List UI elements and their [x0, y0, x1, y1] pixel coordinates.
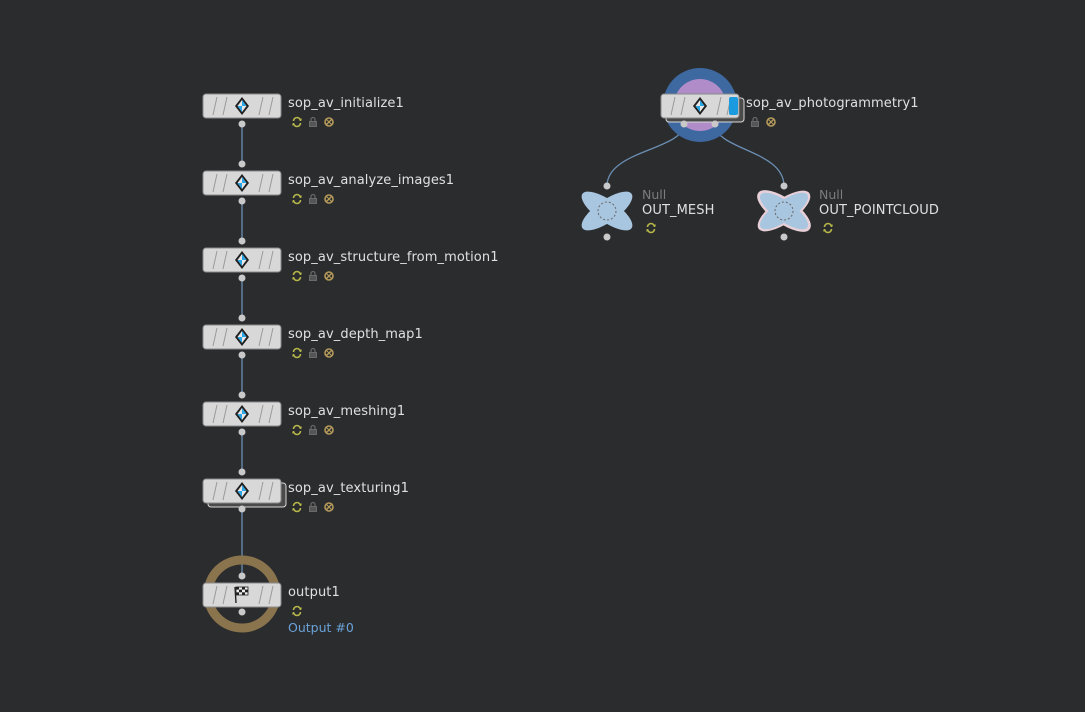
input-connector[interactable] — [238, 391, 246, 399]
sync-icon[interactable] — [291, 501, 303, 513]
node-meshing[interactable] — [202, 391, 282, 436]
sync-icon[interactable] — [645, 222, 657, 234]
output-connector-1[interactable] — [711, 120, 719, 128]
bypass-icon[interactable] — [323, 270, 335, 282]
output-connector[interactable] — [780, 233, 788, 241]
dotted-circle-icon — [774, 201, 794, 221]
input-connector[interactable] — [238, 572, 246, 580]
node-initialize[interactable] — [202, 93, 282, 128]
input-connector[interactable] — [238, 237, 246, 245]
input-connector[interactable] — [603, 182, 611, 190]
output-connector[interactable] — [238, 428, 246, 436]
wire-photogrammetry-outpointcloud[interactable] — [714, 123, 785, 187]
input-connector[interactable] — [238, 314, 246, 322]
node-label-photogrammetry[interactable]: sop_av_photogrammetry1 — [746, 96, 919, 111]
lock-icon[interactable] — [749, 116, 761, 128]
node-label-analyze-images[interactable]: sop_av_analyze_images1 — [288, 173, 455, 188]
output-connector[interactable] — [238, 351, 246, 359]
dotted-circle-icon — [597, 201, 617, 221]
input-connector[interactable] — [238, 468, 246, 476]
node-type-label-out-mesh: Null — [642, 187, 667, 202]
bypass-icon[interactable] — [323, 116, 335, 128]
lock-icon[interactable] — [307, 116, 319, 128]
node-depth-map[interactable] — [202, 314, 282, 359]
sync-icon[interactable] — [291, 347, 303, 359]
node-out-mesh[interactable] — [576, 182, 638, 241]
node-flags-photogrammetry — [749, 116, 781, 128]
node-label-depth-map[interactable]: sop_av_depth_map1 — [288, 327, 423, 342]
sync-icon[interactable] — [822, 222, 834, 234]
bypass-icon[interactable] — [323, 347, 335, 359]
node-flags-out-mesh — [645, 222, 661, 234]
output-connector-0[interactable] — [680, 120, 688, 128]
sync-icon[interactable] — [291, 424, 303, 436]
checkered-flag-icon — [234, 586, 249, 604]
output-index-label: Output #0 — [288, 620, 354, 635]
node-output[interactable] — [202, 555, 282, 633]
node-analyze-images[interactable] — [202, 160, 282, 205]
node-type-label-out-pointcloud: Null — [819, 187, 844, 202]
display-flag[interactable] — [729, 97, 738, 115]
bypass-icon[interactable] — [323, 424, 335, 436]
lock-icon[interactable] — [307, 347, 319, 359]
output-connector[interactable] — [238, 608, 246, 616]
lock-icon[interactable] — [307, 424, 319, 436]
node-flags-meshing — [291, 424, 339, 436]
output-connector[interactable] — [603, 233, 611, 241]
node-flags-out-pointcloud — [822, 222, 838, 234]
node-flags-structure-from-motion — [291, 270, 339, 282]
bypass-icon[interactable] — [323, 193, 335, 205]
lock-icon[interactable] — [307, 193, 319, 205]
node-label-structure-from-motion[interactable]: sop_av_structure_from_motion1 — [288, 250, 499, 265]
wire-photogrammetry-outmesh[interactable] — [606, 123, 685, 187]
node-label-out-mesh[interactable]: OUT_MESH — [642, 203, 715, 218]
output-connector[interactable] — [238, 274, 246, 282]
output-connector[interactable] — [238, 505, 246, 513]
node-out-pointcloud[interactable] — [752, 182, 817, 241]
node-structure-from-motion[interactable] — [202, 237, 282, 282]
bypass-icon[interactable] — [323, 501, 335, 513]
node-texturing[interactable] — [202, 468, 287, 513]
input-connector[interactable] — [238, 160, 246, 168]
sync-icon[interactable] — [291, 270, 303, 282]
input-connector[interactable] — [780, 182, 788, 190]
node-flags-output — [291, 605, 307, 617]
node-photogrammetry[interactable] — [660, 68, 745, 142]
sync-icon[interactable] — [291, 116, 303, 128]
lock-icon[interactable] — [307, 270, 319, 282]
node-flags-analyze-images — [291, 193, 339, 205]
lock-icon[interactable] — [307, 501, 319, 513]
node-label-initialize[interactable]: sop_av_initialize1 — [288, 96, 404, 111]
node-label-out-pointcloud[interactable]: OUT_POINTCLOUD — [819, 203, 940, 218]
node-flags-depth-map — [291, 347, 339, 359]
node-label-output[interactable]: output1 — [288, 585, 340, 600]
bypass-icon[interactable] — [765, 116, 777, 128]
node-flags-texturing — [291, 501, 339, 513]
sync-icon[interactable] — [291, 193, 303, 205]
node-label-texturing[interactable]: sop_av_texturing1 — [288, 481, 409, 496]
node-label-meshing[interactable]: sop_av_meshing1 — [288, 404, 406, 419]
output-connector[interactable] — [238, 120, 246, 128]
output-connector[interactable] — [238, 197, 246, 205]
sync-icon[interactable] — [291, 605, 303, 617]
node-flags-initialize — [291, 116, 339, 128]
